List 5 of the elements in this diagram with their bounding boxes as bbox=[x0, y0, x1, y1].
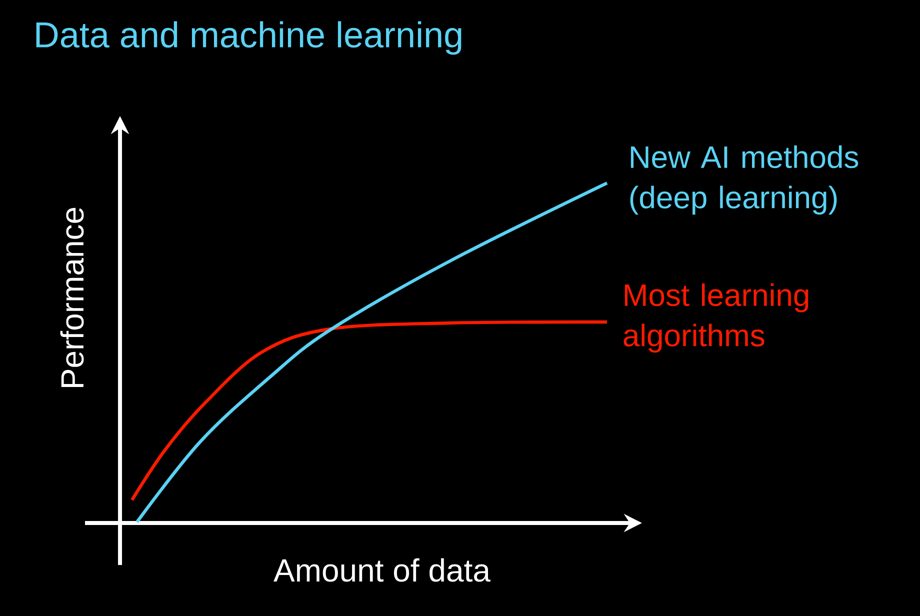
curve-label: New AI methods (deep learning) bbox=[630, 145, 858, 215]
axis-label: Amount of data bbox=[274, 558, 490, 582]
chart-title: Data and machine learning bbox=[36, 21, 462, 55]
axis-label: Performance bbox=[60, 208, 84, 387]
curve-label: Most learning algorithms bbox=[624, 283, 808, 353]
